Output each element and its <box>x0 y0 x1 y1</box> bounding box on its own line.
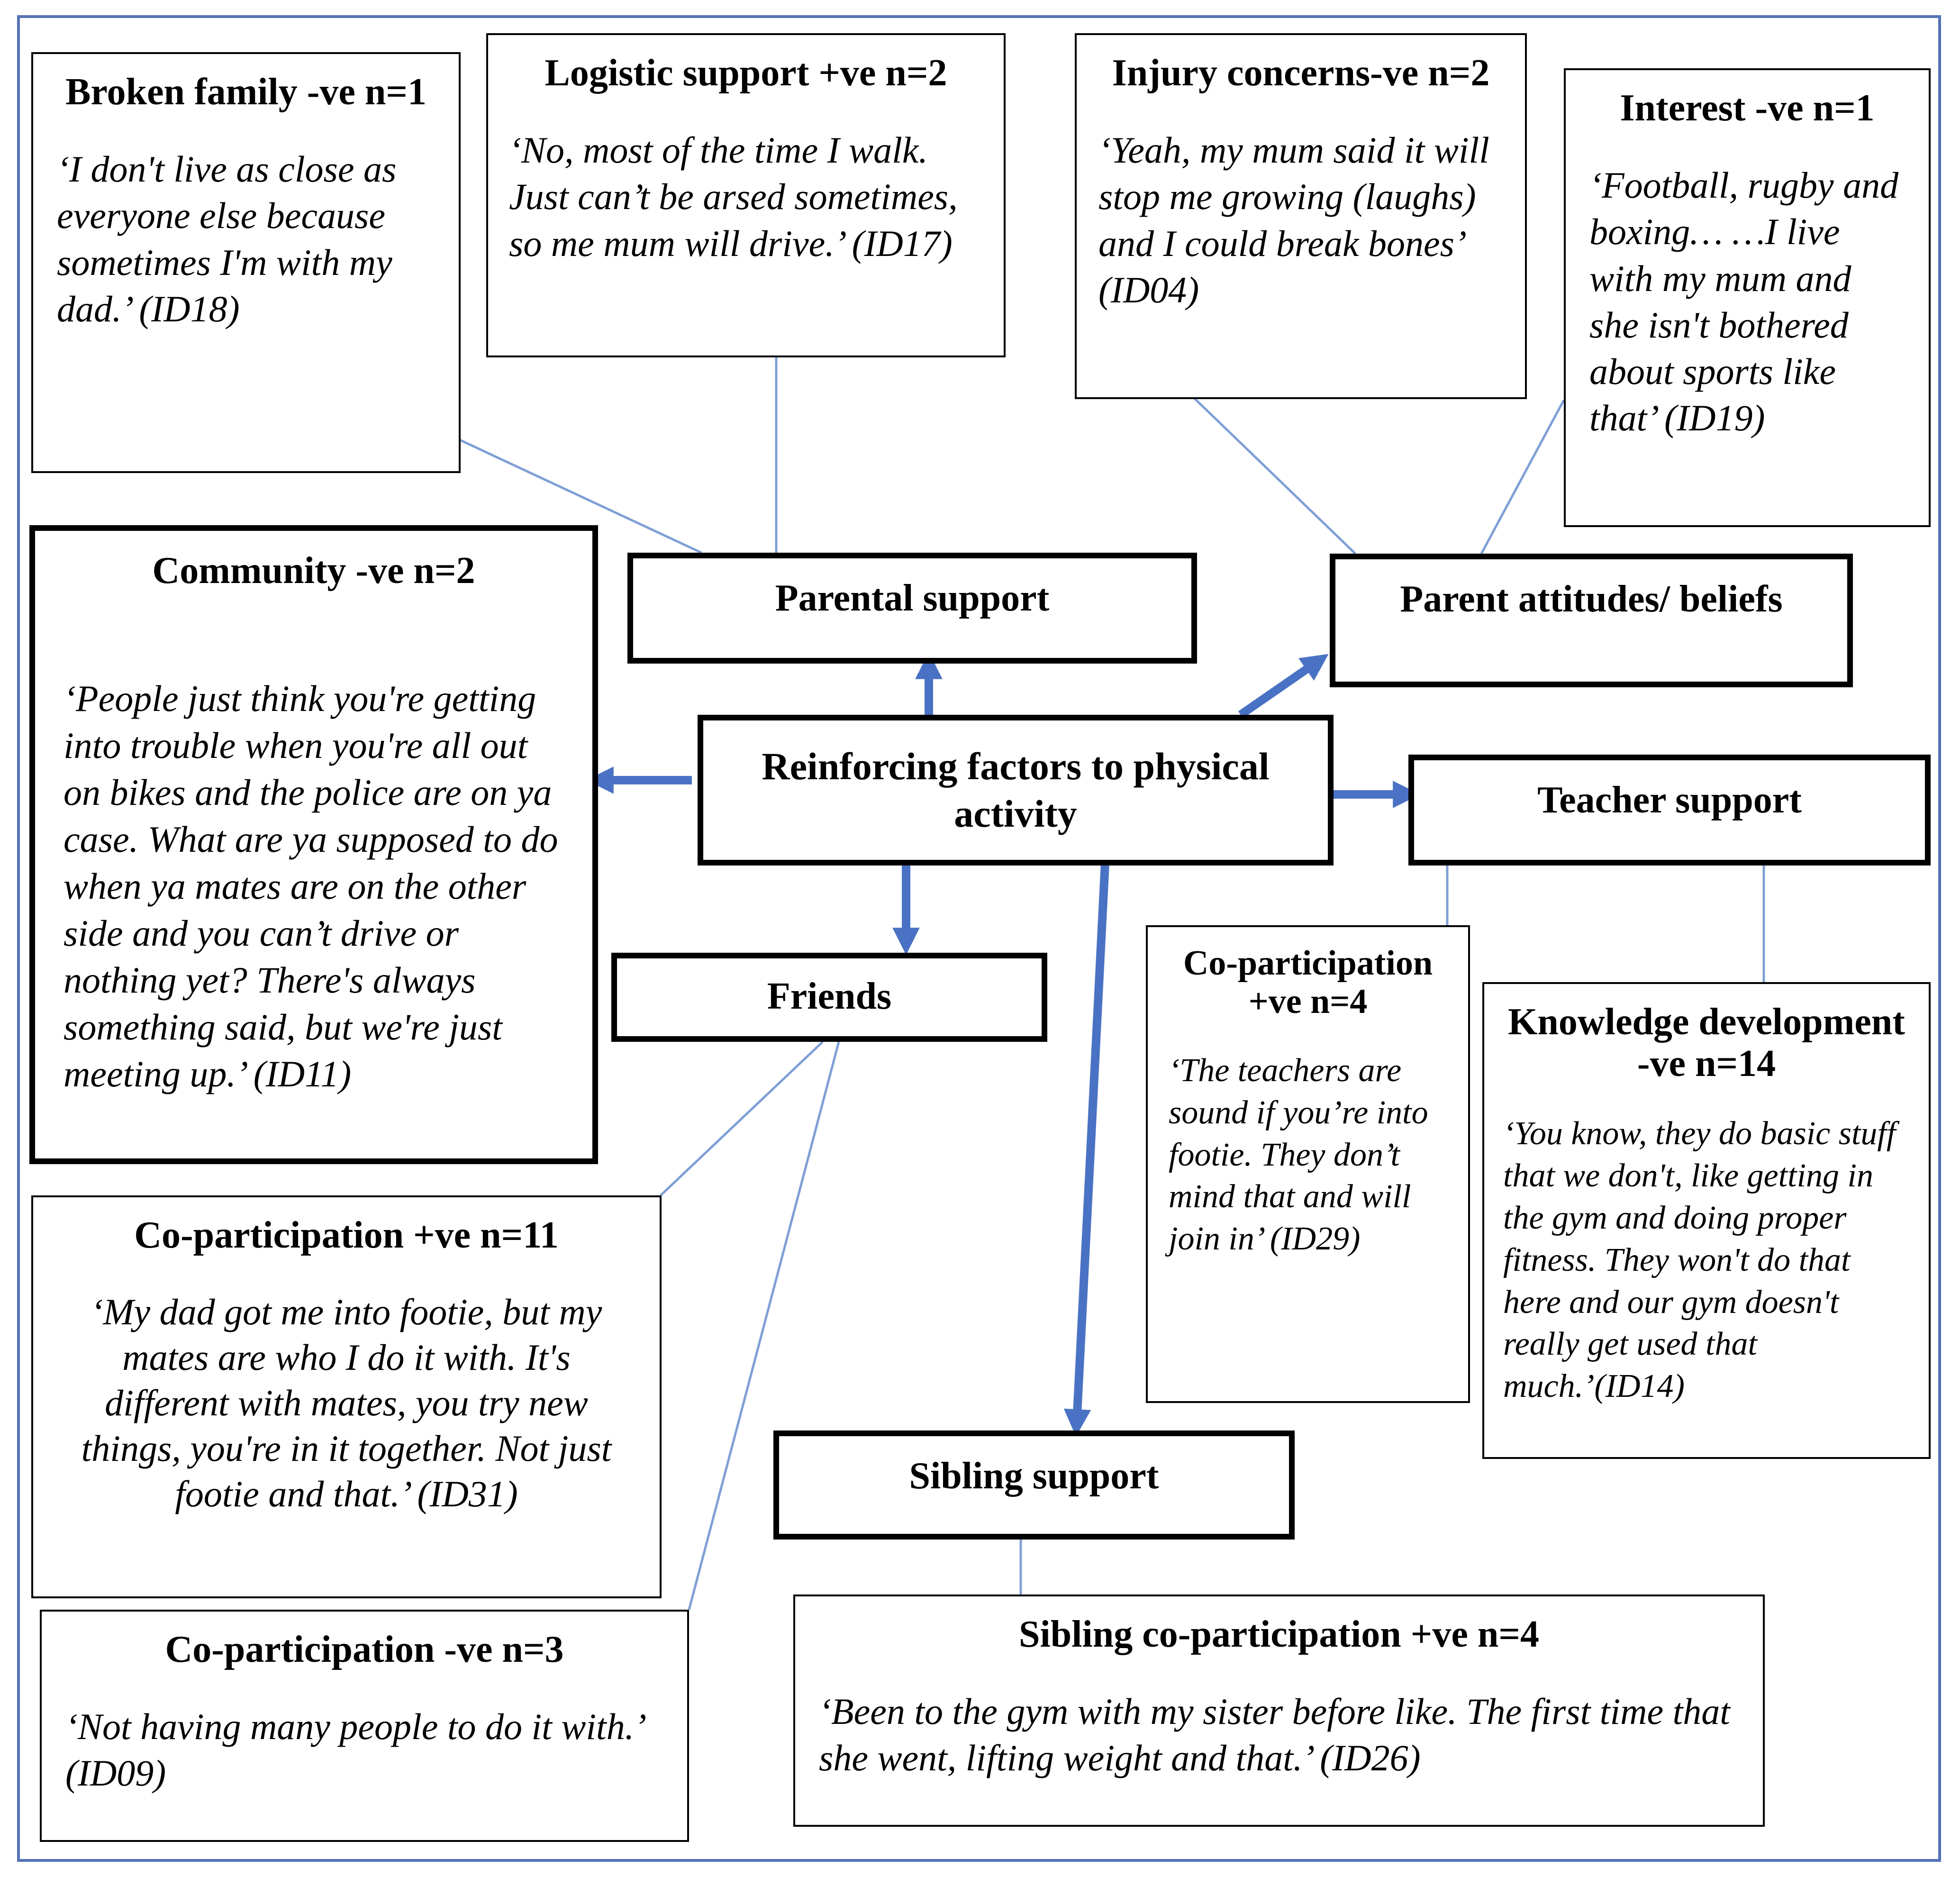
parent-attitudes-box: Parent attitudes/ beliefs <box>1330 554 1853 687</box>
link-friends-coparticipation-pos <box>660 1041 824 1196</box>
friends-coparticipation-neg-title: Co-participation -ve n=3 <box>165 1629 564 1670</box>
injury-concerns-title: Injury concerns-ve n=2 <box>1112 52 1490 94</box>
logistic-support-box: Logistic support +ve n=2 ‘No, most of th… <box>486 33 1006 357</box>
hub-box: Reinforcing factors to physical activity <box>698 715 1334 866</box>
link-injury-concerns <box>1193 397 1356 555</box>
friends-coparticipation-neg-quote: ‘Not having many people to do it with.’ … <box>65 1706 643 1794</box>
knowledge-development-box: Knowledge development -ve n=14 ‘You know… <box>1482 982 1931 1459</box>
link-interest <box>1480 399 1565 555</box>
interest-title: Interest -ve n=1 <box>1620 87 1875 129</box>
teacher-coparticipation-quote: ‘The teachers are sound if you’re into f… <box>1169 1052 1428 1257</box>
friends-label: Friends <box>767 975 892 1017</box>
broken-family-quote: ‘I don't live as close as everyone else … <box>57 148 397 329</box>
sibling-coparticipation-quote: ‘Been to the gym with my sister before l… <box>819 1691 1730 1779</box>
sibling-support-label: Sibling support <box>909 1455 1159 1497</box>
parental-support-box: Parental support <box>627 553 1197 664</box>
diagram-frame <box>17 15 1941 1862</box>
injury-concerns-box: Injury concerns-ve n=2 ‘Yeah, my mum sai… <box>1075 33 1527 399</box>
friends-coparticipation-pos-quote: ‘My dad got me into footie, but my mates… <box>81 1291 612 1514</box>
broken-family-box: Broken family -ve n=1 ‘I don't live as c… <box>31 52 461 473</box>
arrow-to-sibling-support <box>1063 863 1109 1437</box>
sibling-coparticipation-box: Sibling co-participation +ve n=4 ‘Been t… <box>793 1595 1765 1827</box>
friends-box: Friends <box>611 953 1047 1042</box>
interest-box: Interest -ve n=1 ‘Football, rugby and bo… <box>1564 68 1931 527</box>
hub-label: Reinforcing factors to physical activity <box>762 744 1270 835</box>
friends-coparticipation-pos-box: Co-participation +ve n=11 ‘My dad got me… <box>31 1195 662 1598</box>
community-box: Community -ve n=2 ‘People just think you… <box>29 525 598 1164</box>
teacher-coparticipation-title: Co-participation +ve n=4 <box>1183 944 1433 1021</box>
logistic-support-title: Logistic support +ve n=2 <box>544 52 947 94</box>
sibling-coparticipation-title: Sibling co-participation +ve n=4 <box>1019 1613 1539 1655</box>
arrow-to-parent-attitudes <box>1238 654 1329 719</box>
injury-concerns-quote: ‘Yeah, my mum said it will stop me growi… <box>1098 129 1489 310</box>
teacher-support-box: Teacher support <box>1408 755 1931 866</box>
logistic-support-quote: ‘No, most of the time I walk. Just can’t… <box>509 129 958 264</box>
interest-quote: ‘Football, rugby and boxing… …I live wit… <box>1589 164 1899 439</box>
friends-coparticipation-neg-box: Co-participation -ve n=3 ‘Not having man… <box>40 1610 689 1842</box>
friends-coparticipation-pos-title: Co-participation +ve n=11 <box>134 1214 559 1256</box>
knowledge-development-title: Knowledge development -ve n=14 <box>1508 1001 1905 1084</box>
link-broken-family <box>459 438 702 554</box>
teacher-coparticipation-box: Co-participation +ve n=4 ‘The teachers a… <box>1146 925 1470 1403</box>
parental-support-label: Parental support <box>775 577 1050 619</box>
parent-attitudes-label: Parent attitudes/ beliefs <box>1400 578 1783 620</box>
community-title: Community -ve n=2 <box>152 550 475 592</box>
link-friends-coparticipation-neg <box>688 1041 840 1610</box>
broken-family-title: Broken family -ve n=1 <box>65 71 426 113</box>
teacher-support-label: Teacher support <box>1537 779 1802 821</box>
community-quote: ‘People just think you're getting into t… <box>64 678 558 1095</box>
sibling-support-box: Sibling support <box>773 1431 1295 1540</box>
knowledge-development-quote: ‘You know, they do basic stuff that we d… <box>1503 1115 1896 1405</box>
